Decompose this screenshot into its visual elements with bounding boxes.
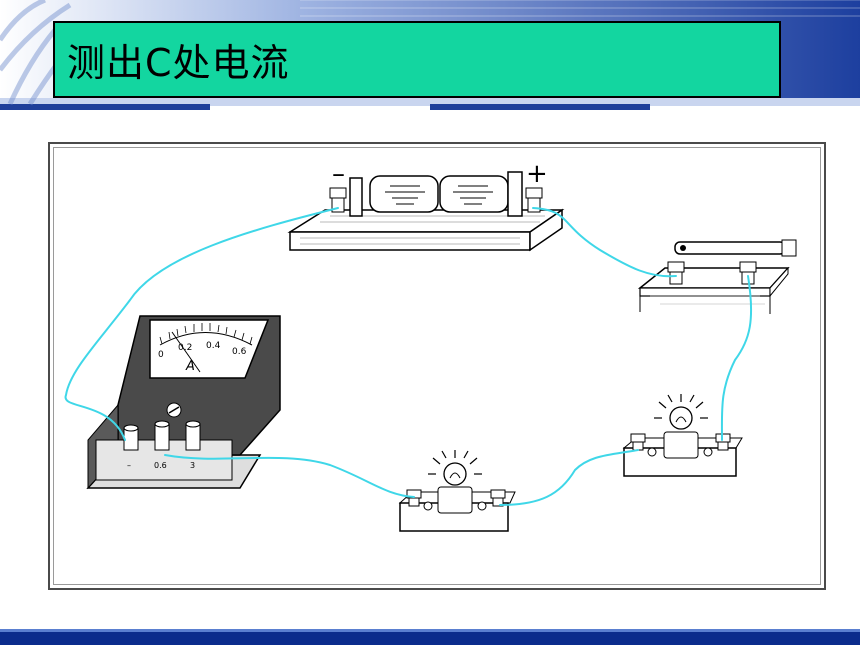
battery-cell xyxy=(439,175,509,213)
wire-battery-to-ammeter xyxy=(64,207,339,441)
circuit-wires xyxy=(64,207,753,506)
wire-bulb2-to-bulb1 xyxy=(499,449,639,506)
ammeter-scale-label-3: 0.6 xyxy=(232,347,247,357)
ammeter-terminal-0-6 xyxy=(154,420,170,451)
battery-plus-sign: + xyxy=(526,159,548,189)
title-box: 测出C处电流 xyxy=(53,21,781,98)
wire-switch-to-bulb2 xyxy=(720,275,753,441)
switch xyxy=(637,239,797,314)
battery-cell xyxy=(369,175,439,213)
battery-holder: – + xyxy=(287,159,565,252)
ammeter-terminal-3 xyxy=(185,420,201,451)
ammeter-unit: A xyxy=(185,359,195,374)
battery-negative-terminal xyxy=(329,187,347,213)
light-bulb-2 xyxy=(622,394,743,477)
wire-bulb1-to-ammeter xyxy=(164,454,415,498)
ammeter-scale-label-0: 0 xyxy=(158,350,164,360)
ammeter-terminal-label-negative: – xyxy=(127,461,131,470)
ammeter-scale-label-1: 0.2 xyxy=(178,343,192,353)
ammeter-terminal-label-0-6: 0.6 xyxy=(154,461,167,470)
ammeter-terminal-negative xyxy=(123,424,139,451)
footer-bar xyxy=(0,632,860,645)
wire-battery-to-switch xyxy=(532,207,677,278)
diagram-inner-border xyxy=(53,147,821,585)
light-bulb-1 xyxy=(398,450,516,532)
ammeter: 0 0.2 0.4 0.6 A – 0.6 3 xyxy=(86,315,281,490)
slide-title: 测出C处电流 xyxy=(67,41,290,85)
battery-minus-sign: – xyxy=(332,159,345,189)
ammeter-scale-label-2: 0.4 xyxy=(206,341,221,351)
footer-accent-line xyxy=(0,629,860,632)
ammeter-terminal-label-3: 3 xyxy=(190,461,195,470)
